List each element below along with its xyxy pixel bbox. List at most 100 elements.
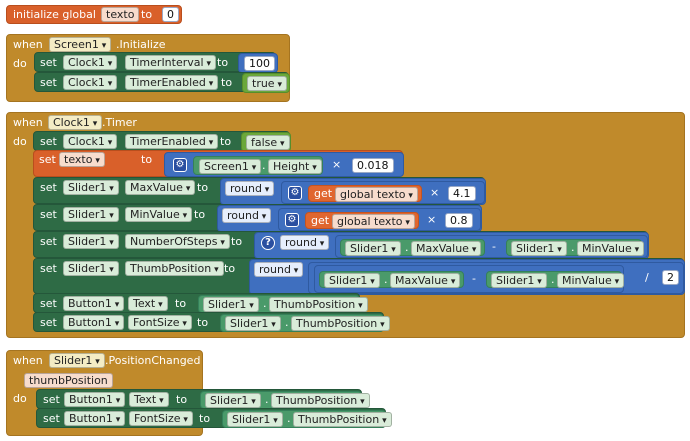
property-dropdown[interactable]: NumberOfSteps	[125, 234, 230, 249]
set-button-text-block[interactable]: set Button1 Text to Slider1 . ThumbPosit…	[33, 293, 368, 313]
slider-minvalue-getter[interactable]: Slider1 . MinValue	[506, 239, 645, 256]
slider-component-dropdown[interactable]: Slider1	[49, 353, 105, 368]
set-slider-thumbposition-block[interactable]: set Slider1 ThumbPosition to round Slide…	[33, 258, 685, 295]
set-clock-timerinterval-block[interactable]: set Clock1 TimerInterval to 100	[34, 52, 278, 73]
boolean-block[interactable]: false	[241, 132, 291, 152]
component-dropdown[interactable]: Slider1	[63, 180, 119, 195]
get-variable-block[interactable]: get global texto	[308, 185, 422, 202]
property-dropdown[interactable]: TimerInterval	[125, 55, 216, 70]
mutator-gear-icon[interactable]: ⚙	[288, 186, 302, 200]
number-field[interactable]: 2	[662, 270, 679, 285]
property-dropdown[interactable]: ThumbPosition	[293, 412, 392, 427]
set-global-texto-block[interactable]: set global texto to ⚙ Screen1 . Height ×…	[33, 150, 404, 177]
round-block[interactable]: round ⚙ get global texto × 4.1	[220, 178, 486, 205]
component-dropdown[interactable]: Slider1	[324, 273, 380, 288]
round-dropdown[interactable]: round	[225, 181, 275, 196]
slider-thumbposition-getter[interactable]: Slider1 . ThumbPosition	[200, 391, 370, 409]
component-dropdown[interactable]: Clock1	[63, 75, 118, 90]
property-dropdown[interactable]: ThumbPosition	[125, 261, 224, 276]
component-dropdown[interactable]: Slider1	[491, 273, 547, 288]
mutator-gear-icon[interactable]: ⚙	[173, 158, 187, 172]
property-dropdown[interactable]: FontSize	[128, 315, 192, 330]
property-dropdown[interactable]: MaxValue	[411, 241, 482, 256]
component-dropdown[interactable]: Clock1	[63, 134, 118, 149]
set-clock-timerenabled-block[interactable]: set Clock1 TimerEnabled to true	[34, 72, 290, 93]
number-block[interactable]: 100	[238, 53, 278, 73]
set-slider-numberofsteps-block[interactable]: set Slider1 NumberOfSteps to ? round Sli…	[33, 231, 649, 259]
multiply-block[interactable]: ⚙ get global texto × 0.8	[278, 208, 481, 231]
round-dropdown[interactable]: round	[254, 262, 304, 277]
multiply-block[interactable]: ⚙ Screen1 . Height × 0.018	[164, 152, 404, 177]
property-dropdown[interactable]: MinValue	[125, 207, 193, 222]
component-dropdown[interactable]: Slider1	[63, 207, 119, 222]
slider-thumbposition-getter[interactable]: Slider1 . ThumbPosition	[222, 410, 392, 428]
global-value-field[interactable]: 0	[162, 7, 179, 22]
property-dropdown[interactable]: FontSize	[129, 411, 193, 426]
multiply-block[interactable]: ⚙ get global texto × 4.1	[281, 181, 485, 204]
round-dropdown[interactable]: round	[222, 208, 272, 223]
help-icon[interactable]: ?	[261, 236, 275, 250]
property-dropdown[interactable]: ThumbPosition	[291, 316, 390, 331]
component-dropdown[interactable]: Slider1	[345, 241, 401, 256]
set-button-fontsize-block[interactable]: set Button1 FontSize to Slider1 . ThumbP…	[36, 408, 392, 428]
variable-dropdown[interactable]: global texto	[335, 187, 418, 202]
component-dropdown[interactable]: Button1	[63, 315, 125, 330]
component-dropdown[interactable]: Slider1	[63, 261, 119, 276]
component-dropdown[interactable]: Slider1	[205, 393, 261, 408]
variable-dropdown[interactable]: texto	[59, 152, 105, 167]
round-block[interactable]: round ⚙ get global texto × 0.8	[217, 205, 482, 232]
set-slider-maxvalue-block[interactable]: set Slider1 MaxValue to round ⚙ get glob…	[33, 177, 486, 205]
get-variable-block[interactable]: get global texto	[305, 212, 419, 229]
property-dropdown[interactable]: ThumbPosition	[269, 297, 368, 312]
component-dropdown[interactable]: Screen1	[199, 159, 262, 174]
slider-thumbposition-getter[interactable]: Slider1 . ThumbPosition	[220, 314, 390, 332]
set-button-fontsize-block[interactable]: set Button1 FontSize to Slider1 . ThumbP…	[33, 312, 390, 332]
property-dropdown[interactable]: MinValue	[577, 241, 645, 256]
component-dropdown[interactable]: Slider1	[225, 316, 281, 331]
number-field[interactable]: 0.018	[352, 158, 394, 173]
global-variable-name[interactable]: texto	[101, 7, 140, 22]
initialize-global-block[interactable]: initialize global texto to 0	[6, 5, 182, 24]
subtract-block[interactable]: Slider1 . MaxValue - Slider1 . MinValue	[314, 265, 625, 293]
component-dropdown[interactable]: Button1	[64, 392, 126, 407]
property-dropdown[interactable]: TimerEnabled	[125, 75, 219, 90]
mutator-gear-icon[interactable]: ⚙	[285, 213, 299, 227]
boolean-dropdown[interactable]: false	[246, 135, 290, 150]
component-dropdown[interactable]: Slider1	[511, 241, 567, 256]
boolean-block[interactable]: true	[242, 73, 290, 93]
property-dropdown[interactable]: MaxValue	[125, 180, 196, 195]
component-dropdown[interactable]: Clock1	[63, 55, 118, 70]
round-dropdown[interactable]: round	[280, 235, 330, 250]
slider-thumbposition-getter[interactable]: Slider1 . ThumbPosition	[198, 295, 368, 313]
component-dropdown[interactable]: Button1	[63, 296, 125, 311]
property-dropdown[interactable]: Height	[268, 159, 322, 174]
number-field[interactable]: 4.1	[448, 186, 476, 201]
component-dropdown[interactable]: Slider1	[227, 412, 283, 427]
event-parameter[interactable]: thumbPosition	[24, 373, 113, 388]
property-dropdown[interactable]: TimerEnabled	[125, 134, 219, 149]
subtract-block[interactable]: Slider1 . MaxValue - Slider1 . MinValue	[335, 235, 648, 258]
slider-maxvalue-getter[interactable]: Slider1 . MaxValue	[319, 271, 464, 288]
slider-minvalue-getter[interactable]: Slider1 . MinValue	[486, 271, 625, 288]
property-dropdown[interactable]: MinValue	[557, 273, 625, 288]
number-field[interactable]: 100	[244, 56, 275, 71]
component-dropdown[interactable]: Slider1	[63, 234, 119, 249]
screen-component-dropdown[interactable]: Screen1	[49, 37, 112, 52]
property-dropdown[interactable]: MaxValue	[390, 273, 461, 288]
property-dropdown[interactable]: Text	[129, 392, 169, 407]
set-slider-minvalue-block[interactable]: set Slider1 MinValue to round ⚙ get glob…	[33, 204, 482, 232]
property-dropdown[interactable]: Text	[128, 296, 168, 311]
slider-maxvalue-getter[interactable]: Slider1 . MaxValue	[340, 239, 485, 256]
set-button-text-block[interactable]: set Button1 Text to Slider1 . ThumbPosit…	[36, 389, 370, 409]
property-dropdown[interactable]: ThumbPosition	[271, 393, 370, 408]
screen-height-getter[interactable]: Screen1 . Height	[193, 156, 323, 175]
set-clock-timerenabled-block[interactable]: set Clock1 TimerEnabled to false	[33, 131, 291, 152]
clock-component-dropdown[interactable]: Clock1	[48, 115, 103, 130]
variable-dropdown[interactable]: global texto	[332, 214, 415, 229]
round-block[interactable]: round Slider1 . MaxValue - Slider1 . Min…	[249, 259, 685, 295]
component-dropdown[interactable]: Slider1	[203, 297, 259, 312]
round-block[interactable]: ? round Slider1 . MaxValue - Slider1 . M…	[254, 232, 649, 259]
component-dropdown[interactable]: Button1	[64, 411, 126, 426]
boolean-dropdown[interactable]: true	[247, 76, 287, 91]
number-field[interactable]: 0.8	[445, 213, 473, 228]
